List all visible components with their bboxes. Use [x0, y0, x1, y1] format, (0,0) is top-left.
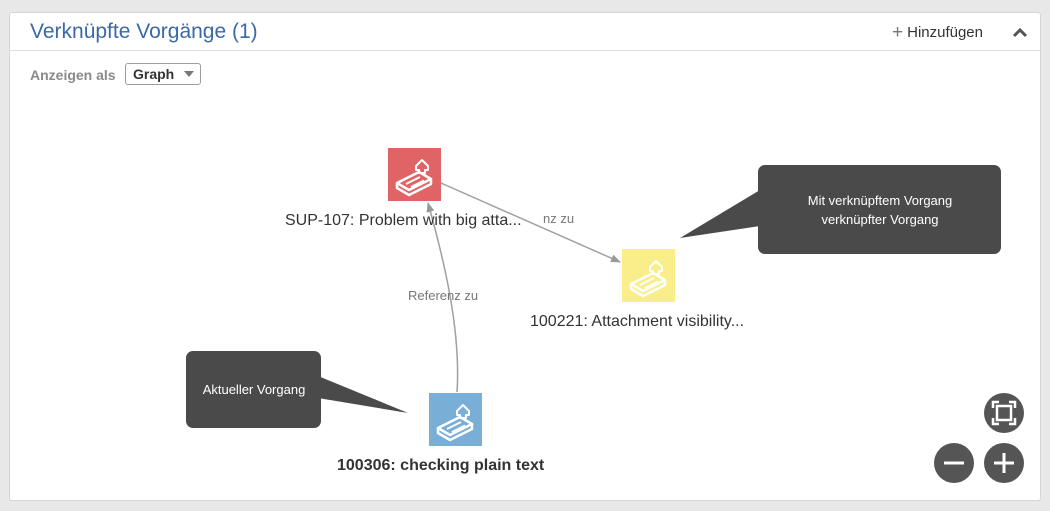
node-100221[interactable]: 100221: Attachment visibility... — [530, 249, 744, 330]
tooltip-current-text: Aktueller Vorgang — [203, 382, 306, 397]
tooltip-current-issue: Aktueller Vorgang — [186, 351, 408, 428]
node-100221-label[interactable]: 100221: Attachment visibility... — [530, 313, 744, 330]
tooltip-linked-issue: Mit verknüpftem Vorgang verknüpfter Vorg… — [680, 165, 1001, 254]
panel-header: Verknüpfte Vorgänge (1) +Hinzufügen — [10, 13, 1040, 51]
node-100306[interactable]: 100306: checking plain text — [337, 393, 545, 474]
caret-down-icon — [184, 71, 194, 77]
view-label: Anzeigen als — [30, 67, 116, 83]
plus-icon — [994, 453, 1014, 473]
fit-to-screen-button[interactable] — [984, 393, 1024, 433]
tooltip-linked-line2: verknüpfter Vorgang — [821, 212, 938, 227]
edge-label-partial: nz zu — [543, 211, 574, 226]
add-button-label: Hinzufügen — [907, 24, 983, 41]
zoom-in-button[interactable] — [984, 443, 1024, 483]
plus-icon: + — [892, 22, 904, 43]
node-100306-label[interactable]: 100306: checking plain text — [337, 457, 545, 474]
view-mode-value: Graph — [133, 66, 175, 82]
panel-title: Verknüpfte Vorgänge (1) — [30, 20, 258, 43]
linked-issues-panel: Verknüpfte Vorgänge (1) +Hinzufügen Anze… — [9, 12, 1041, 501]
view-mode-select[interactable]: Graph — [125, 63, 201, 85]
edge-label-referenz: Referenz zu — [408, 288, 478, 303]
add-button[interactable]: +Hinzufügen — [892, 22, 983, 43]
edge-sup107-to-100221 — [440, 182, 621, 263]
edge-current-to-sup107 — [426, 202, 459, 393]
chevron-up-icon[interactable] — [1012, 25, 1028, 39]
tooltip-linked-line1: Mit verknüpftem Vorgang — [808, 193, 953, 208]
node-sup-107-label[interactable]: SUP-107: Problem with big atta... — [285, 212, 522, 229]
fit-to-screen-icon — [991, 400, 1017, 426]
node-sup-107[interactable]: SUP-107: Problem with big atta... — [285, 148, 522, 229]
zoom-out-button[interactable] — [934, 443, 974, 483]
